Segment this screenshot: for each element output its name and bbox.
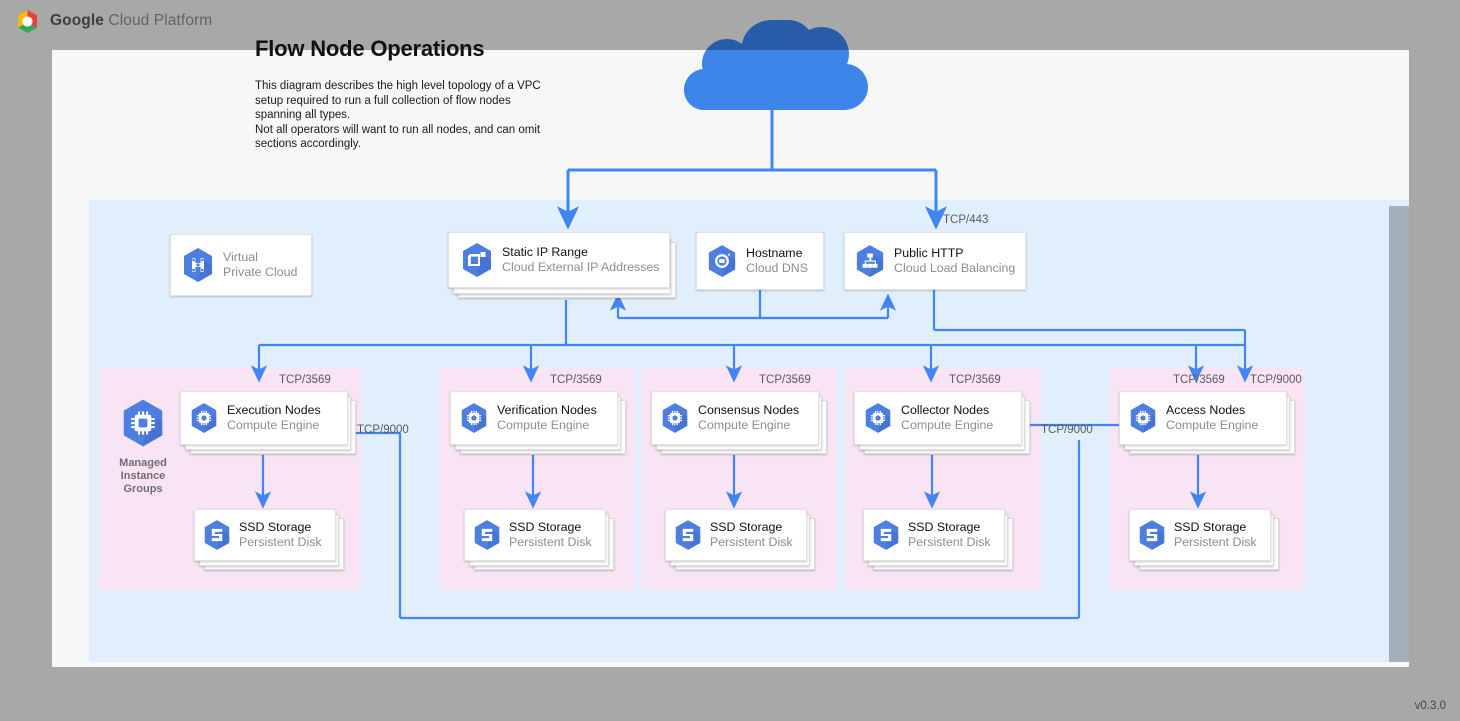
managed-instance-groups: Managed Instance Groups [103, 398, 183, 496]
storage-title: SSD Storage [509, 519, 582, 534]
gcp-brand-suffix: Cloud Platform [104, 12, 213, 29]
cloud-external-ip-icon [461, 242, 493, 278]
cloud-load-balancing-icon [855, 244, 885, 278]
storage-title: SSD Storage [1174, 519, 1247, 534]
node-title: Virtual [223, 249, 258, 264]
storage-subtitle: Persistent Disk [509, 535, 592, 549]
node-title: Public HTTP [894, 245, 964, 260]
storage-subtitle: Persistent Disk [1174, 535, 1257, 549]
storage-card-execution[interactable]: SSD Storage Persistent Disk [194, 509, 336, 561]
gcp-hexagon-logo-icon [14, 8, 41, 35]
compute-engine-icon [864, 402, 892, 434]
managed-instance-groups-label: Managed Instance Groups [119, 457, 167, 495]
edge-label-execution-inbound: TCP/3569 [279, 374, 331, 386]
persistent-disk-icon [872, 519, 900, 551]
node-title: Hostname [746, 245, 803, 260]
virtual-private-cloud-icon [182, 247, 214, 283]
node-card-collector-nodes[interactable]: Collector Nodes Compute Engine [854, 391, 1022, 445]
storage-title: SSD Storage [710, 519, 783, 534]
node-title: Consensus Nodes [698, 402, 800, 417]
storage-card-verification[interactable]: SSD Storage Persistent Disk [464, 509, 606, 561]
node-card-text: Access Nodes Compute Engine [1166, 403, 1258, 434]
storage-card-text: SSD Storage Persistent Disk [710, 520, 793, 551]
persistent-disk-icon [473, 519, 501, 551]
node-card-hostname[interactable]: Hostname Cloud DNS [696, 232, 824, 290]
edge-label-collector-tcp9000: TCP/9000 [1041, 424, 1093, 436]
node-subtitle: Compute Engine [901, 418, 994, 432]
node-card-verification-nodes[interactable]: Verification Nodes Compute Engine [450, 391, 618, 445]
node-subtitle: Compute Engine [227, 418, 320, 432]
node-card-text: Virtual Private Cloud [223, 250, 297, 281]
compute-engine-icon [1129, 402, 1157, 434]
storage-title: SSD Storage [908, 519, 981, 534]
node-card-text: Collector Nodes Compute Engine [901, 403, 993, 434]
managed-instance-groups-icon [121, 398, 165, 453]
storage-subtitle: Persistent Disk [710, 535, 793, 549]
storage-card-text: SSD Storage Persistent Disk [908, 520, 991, 551]
edge-label-access-tcp9000: TCP/9000 [1250, 374, 1302, 386]
node-subtitle: Compute Engine [1166, 418, 1259, 432]
gcp-brand-text: Google Cloud Platform [50, 12, 212, 30]
node-card-execution-nodes[interactable]: Execution Nodes Compute Engine [180, 391, 348, 445]
node-subtitle: Cloud Load Balancing [894, 261, 1016, 275]
node-card-access-nodes[interactable]: Access Nodes Compute Engine [1119, 391, 1287, 445]
edge-label-verification-inbound: TCP/3569 [550, 374, 602, 386]
persistent-disk-icon [674, 519, 702, 551]
node-subtitle: Private Cloud [223, 265, 298, 279]
page-description: This diagram describes the high level to… [255, 80, 541, 151]
node-card-text: Public HTTP Cloud Load Balancing [894, 246, 1015, 277]
node-title: Access Nodes [1166, 402, 1246, 417]
storage-title: SSD Storage [239, 519, 312, 534]
node-card-public-http[interactable]: Public HTTP Cloud Load Balancing [844, 232, 1026, 290]
compute-engine-icon [661, 402, 689, 434]
storage-subtitle: Persistent Disk [908, 535, 991, 549]
edge-label-access-inbound: TCP/3569 [1173, 374, 1225, 386]
node-subtitle: Cloud DNS [746, 261, 808, 275]
node-title: Collector Nodes [901, 402, 990, 417]
node-card-text: Verification Nodes Compute Engine [497, 403, 597, 434]
storage-card-consensus[interactable]: SSD Storage Persistent Disk [665, 509, 807, 561]
node-subtitle: Cloud External IP Addresses [502, 260, 660, 274]
node-card-consensus-nodes[interactable]: Consensus Nodes Compute Engine [651, 391, 819, 445]
edge-label-execution-tcp9000: TCP/9000 [357, 424, 409, 436]
node-title: Static IP Range [502, 244, 588, 259]
node-card-text: Consensus Nodes Compute Engine [698, 403, 799, 434]
node-card-static-ip-range[interactable]: Static IP Range Cloud External IP Addres… [448, 232, 670, 288]
persistent-disk-icon [203, 519, 231, 551]
node-card-virtual-private-cloud[interactable]: Virtual Private Cloud [170, 234, 312, 296]
internet-cloud-icon [676, 14, 868, 110]
node-title: Execution Nodes [227, 402, 321, 417]
storage-card-text: SSD Storage Persistent Disk [509, 520, 592, 551]
edge-label-consensus-inbound: TCP/3569 [759, 374, 811, 386]
edge-label-collector-inbound: TCP/3569 [949, 374, 1001, 386]
page-title: Flow Node Operations [255, 36, 485, 61]
version-label: v0.3.0 [1414, 700, 1446, 712]
gcp-brand-google: Google [50, 12, 104, 29]
gcp-branding: Google Cloud Platform [14, 6, 212, 36]
node-card-text: Static IP Range Cloud External IP Addres… [502, 245, 660, 276]
vpc-region-shadow [1389, 206, 1409, 662]
compute-engine-icon [460, 402, 488, 434]
compute-engine-icon [190, 402, 218, 434]
persistent-disk-icon [1138, 519, 1166, 551]
storage-card-collector[interactable]: SSD Storage Persistent Disk [863, 509, 1005, 561]
node-card-text: Execution Nodes Compute Engine [227, 403, 321, 434]
edge-label-tcp443: TCP/443 [943, 214, 989, 226]
node-subtitle: Compute Engine [497, 418, 590, 432]
storage-subtitle: Persistent Disk [239, 535, 322, 549]
storage-card-access[interactable]: SSD Storage Persistent Disk [1129, 509, 1271, 561]
node-card-text: Hostname Cloud DNS [746, 246, 808, 277]
storage-card-text: SSD Storage Persistent Disk [1174, 520, 1257, 551]
node-subtitle: Compute Engine [698, 418, 791, 432]
node-title: Verification Nodes [497, 402, 597, 417]
cloud-dns-icon [707, 244, 737, 278]
storage-card-text: SSD Storage Persistent Disk [239, 520, 322, 551]
